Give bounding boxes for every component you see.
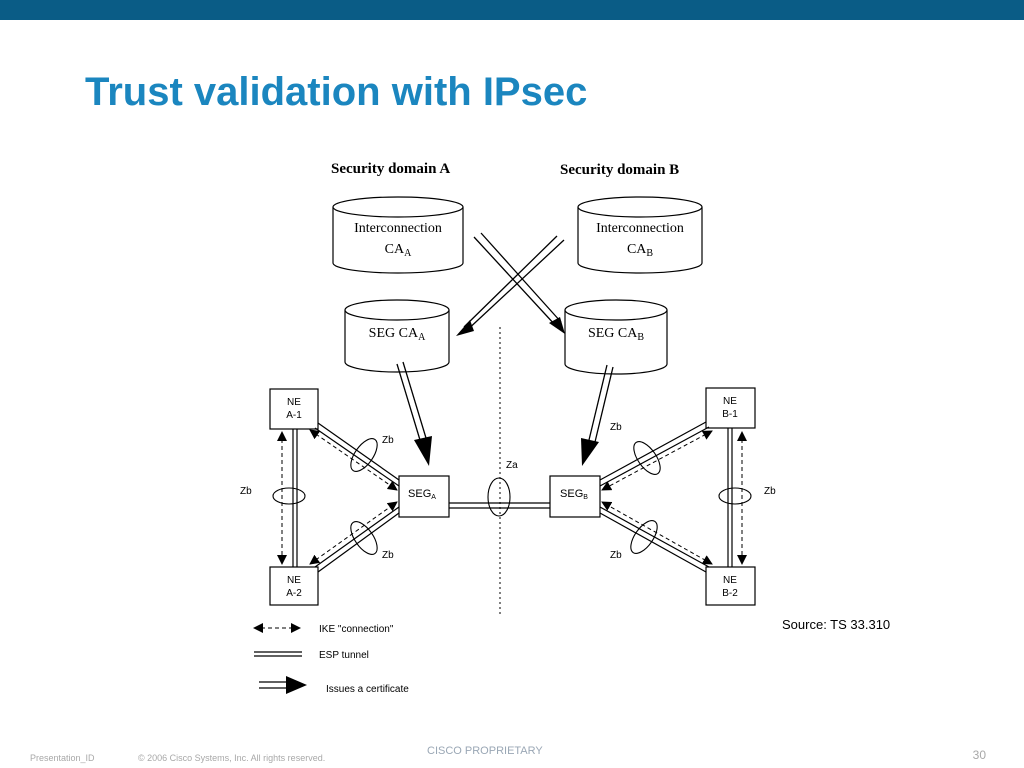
esp-tunnel-ne-a1-ne-a2 <box>292 429 298 567</box>
slide-title: Trust validation with IPsec <box>85 70 588 114</box>
cert-arrow-seg-ca-a-to-seg-a <box>396 361 432 466</box>
svg-text:SEGB: SEGB <box>560 488 588 501</box>
zb-label-b-lower: Zb <box>610 550 622 561</box>
zb-label-b-right: Zb <box>764 486 776 497</box>
interconnection-ca-a-label: Interconnection <box>354 221 442 236</box>
ike-ne-b1-seg-b <box>601 430 713 491</box>
esp-tunnel-seg-a-seg-b <box>449 502 550 509</box>
interconnection-ca-b-label: Interconnection <box>596 221 684 236</box>
footer-proprietary: CISCO PROPRIETARY <box>427 745 543 757</box>
zb-label-a-upper: Zb <box>382 435 394 446</box>
esp-tunnel-ne-a1-seg-a <box>314 422 400 487</box>
zb-ellipse-b-upper <box>633 441 661 475</box>
svg-text:SEGA: SEGA <box>408 488 436 501</box>
ike-ne-b2-seg-b <box>601 501 713 565</box>
domain-b-label: Security domain B <box>560 162 679 178</box>
za-label: Za <box>506 460 518 471</box>
legend-esp-sample <box>254 651 302 657</box>
esp-tunnel-ne-b2-seg-b <box>599 506 710 573</box>
zb-ellipse-a-vertical <box>272 487 306 505</box>
interconnection-ca-b-name: CAB <box>627 242 653 259</box>
top-accent-bar <box>0 0 1024 20</box>
zb-label-b-upper: Zb <box>610 422 622 433</box>
seg-a-box: SEGA <box>398 475 450 518</box>
cross-cert-arrow-b-to-seg-ca-a <box>456 235 565 336</box>
svg-text:NE: NE <box>723 396 737 407</box>
svg-text:A-2: A-2 <box>286 588 302 599</box>
za-interface-ellipse <box>487 477 511 517</box>
zb-ellipse-a-lower <box>350 521 378 555</box>
svg-text:NE: NE <box>287 575 301 586</box>
source-note: Source: TS 33.310 <box>782 617 891 632</box>
interconnection-ca-a-name: CAA <box>385 242 412 259</box>
legend-cert-label: Issues a certificate <box>326 684 409 695</box>
esp-tunnel-ne-a2-seg-a <box>314 506 400 573</box>
footer-copyright: © 2006 Cisco Systems, Inc. All rights re… <box>138 753 326 763</box>
esp-tunnel-ne-b1-ne-b2 <box>727 428 733 567</box>
footer-presentation-id: Presentation_ID <box>30 753 95 763</box>
ne-b2-box: NE B-2 <box>705 566 756 606</box>
zb-label-a-lower: Zb <box>382 550 394 561</box>
zb-ellipse-b-lower <box>630 520 658 554</box>
seg-ca-b-cylinder: SEG CAB <box>564 299 668 375</box>
ne-a2-box: NE A-2 <box>269 566 319 606</box>
ne-b1-box: NE B-1 <box>705 387 756 429</box>
legend-ike-label: IKE "connection" <box>319 624 394 635</box>
legend-esp-label: ESP tunnel <box>319 650 369 661</box>
ne-a1-box: NE A-1 <box>269 388 319 430</box>
zb-label-a-left: Zb <box>240 486 252 497</box>
ike-ne-a1-seg-a <box>309 429 398 491</box>
zb-ellipse-b-vertical <box>718 487 752 505</box>
legend: IKE "connection" ESP tunnel Issues a cer… <box>253 623 409 695</box>
svg-text:NE: NE <box>723 575 737 586</box>
cert-arrow-seg-ca-b-to-seg-b <box>581 364 614 466</box>
zb-ellipse-a-upper <box>350 438 378 472</box>
svg-text:A-1: A-1 <box>286 410 302 421</box>
legend-cert-sample <box>259 676 307 694</box>
seg-ca-a-label: SEG CAA <box>369 326 426 343</box>
svg-text:B-2: B-2 <box>722 588 738 599</box>
seg-b-box: SEGB <box>549 475 601 518</box>
ike-ne-a2-seg-a <box>309 501 398 565</box>
interconnection-ca-a-cylinder: Interconnection CAA <box>332 196 464 274</box>
seg-ca-b-label: SEG CAB <box>588 326 644 343</box>
domain-a-label: Security domain A <box>331 161 450 177</box>
footer-page-number: 30 <box>972 748 986 762</box>
svg-text:B-1: B-1 <box>722 409 738 420</box>
svg-text:NE: NE <box>287 397 301 408</box>
interconnection-ca-b-cylinder: Interconnection CAB <box>577 196 703 274</box>
cross-cert-arrow-a-to-seg-ca-b <box>473 232 565 334</box>
seg-ca-a-cylinder: SEG CAA <box>344 299 450 373</box>
